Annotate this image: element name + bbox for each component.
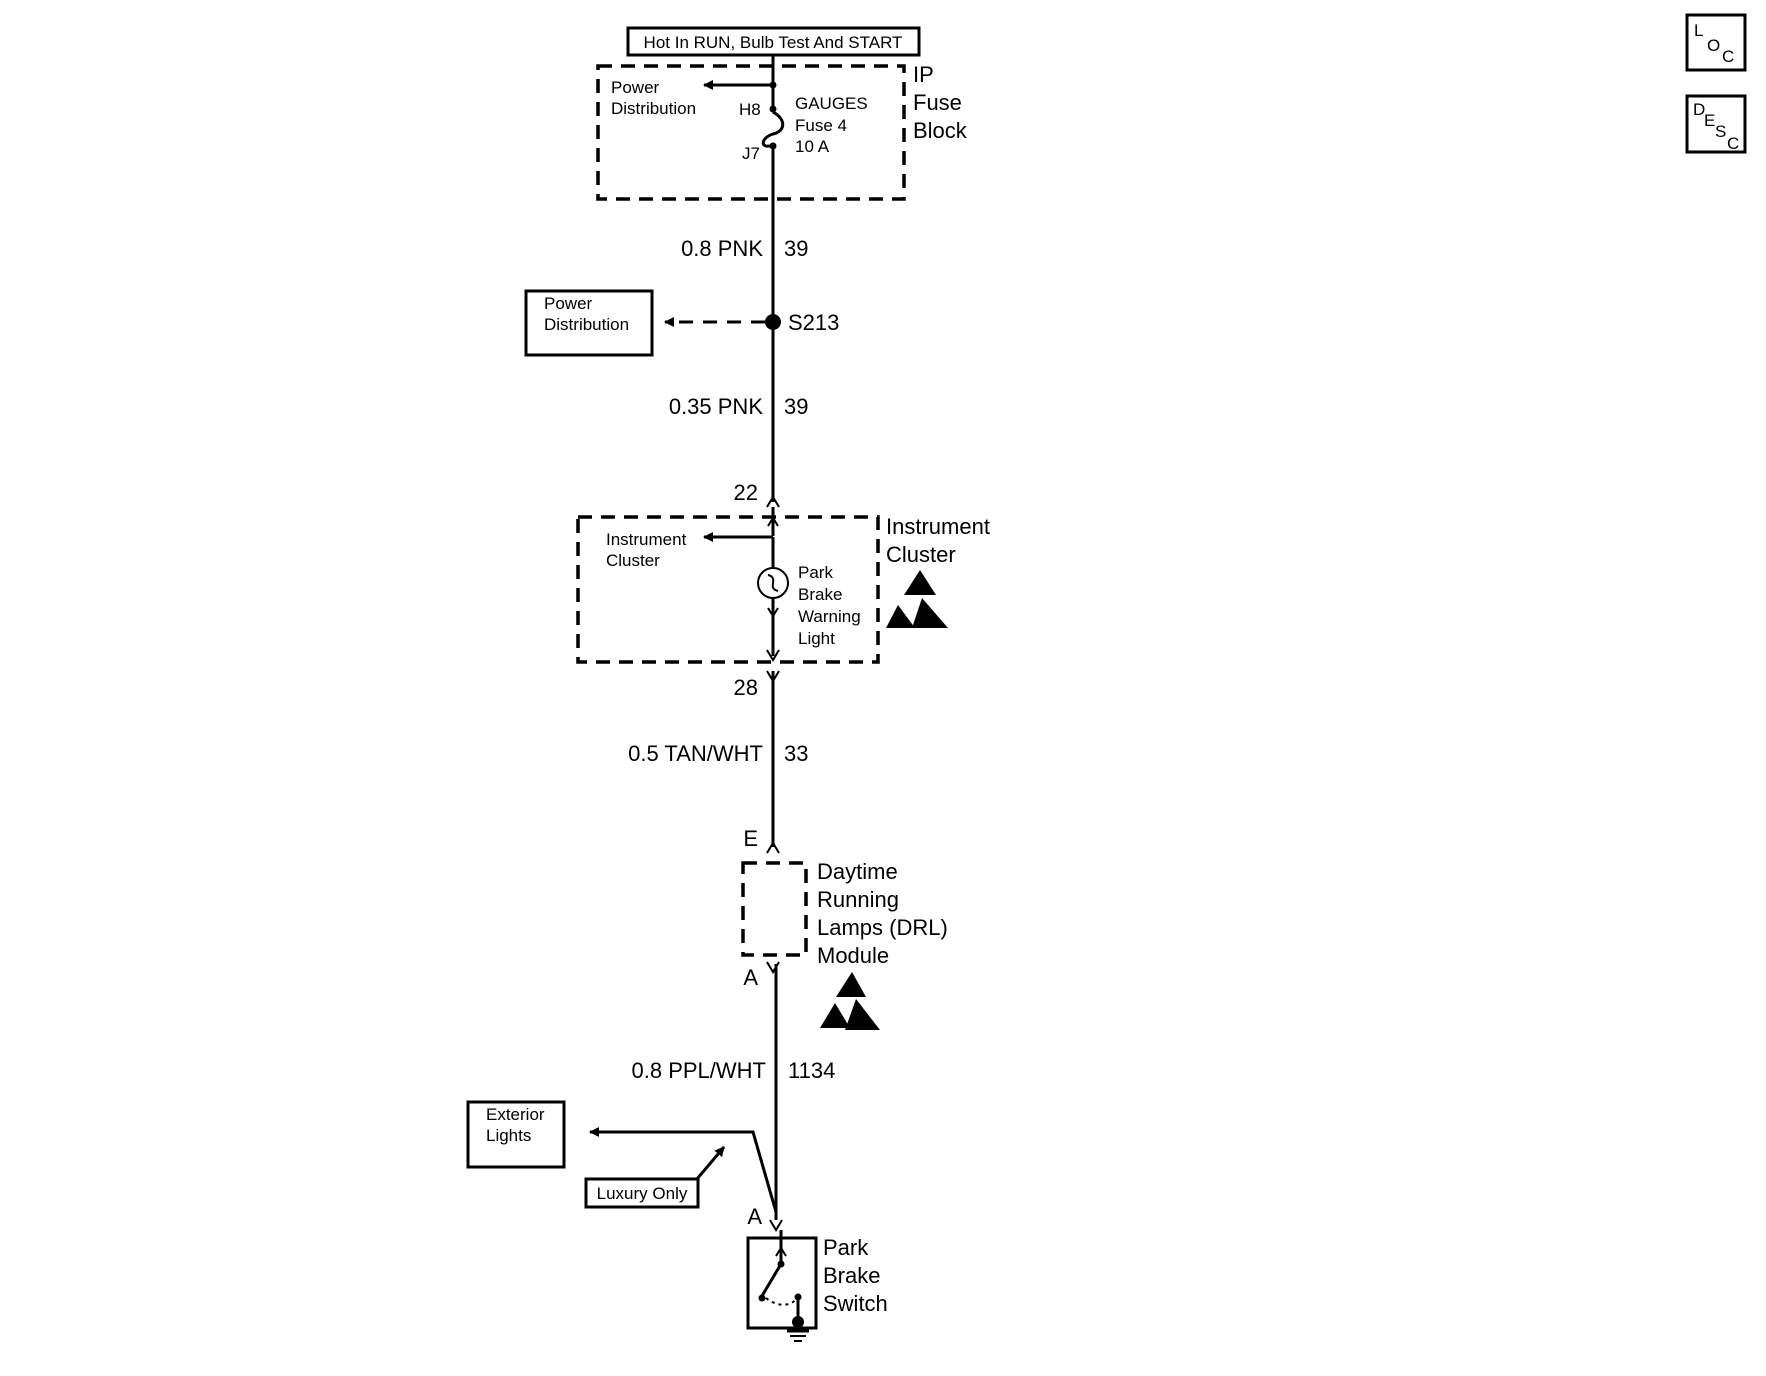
luxury-only-label: Luxury Only [597, 1184, 688, 1203]
loc-button-frame [1685, 13, 1747, 72]
switch-pin-a-connector [769, 1219, 783, 1232]
drl-pin-e: E [743, 826, 758, 851]
lamp-label-2: Brake [798, 585, 842, 604]
drl-pin-e-connector [766, 841, 780, 854]
wire-tan-wht-circuit: 33 [784, 741, 808, 766]
wire-tan-wht-gauge: 0.5 TAN/WHT [628, 741, 763, 766]
splice-power-dist-label-2: Distribution [544, 315, 629, 334]
wire-pnk-035-gauge: 0.35 PNK [669, 394, 763, 419]
wire-pnk-08-gauge: 0.8 PNK [681, 236, 763, 261]
ip-fuse-block: IP Fuse Block Power Distribution H8 J7 G… [596, 62, 968, 201]
esd-warning-icon-drl [820, 972, 880, 1030]
cluster-title-1: Instrument [886, 514, 990, 539]
drl-title-4: Module [817, 943, 889, 968]
splice-power-dist-label-1: Power [544, 294, 593, 313]
ip-fuse-block-border [596, 64, 906, 201]
loc-letter-o: O [1707, 36, 1720, 55]
exterior-lights-box [466, 1100, 566, 1169]
drl-title-3: Lamps (DRL) [817, 915, 948, 940]
cluster-out-arrow [766, 649, 780, 662]
desc-button-frame [1685, 94, 1747, 154]
switch-pin-a: A [747, 1204, 762, 1229]
switch-title-1: Park [823, 1235, 869, 1260]
luxury-only-box [584, 1177, 700, 1209]
cluster-pin-22-connector [766, 495, 780, 508]
cluster-border [576, 515, 880, 664]
loc-letter-l: L [1694, 21, 1703, 40]
switch-title-2: Brake [823, 1263, 880, 1288]
desc-letter-s: S [1715, 122, 1726, 141]
drl-title-2: Running [817, 887, 899, 912]
wire-pnk-035-circuit: 39 [784, 394, 808, 419]
drl-pin-a: A [743, 965, 758, 990]
switch-blade [760, 1263, 783, 1297]
wire-pnk-08-circuit: 39 [784, 236, 808, 261]
esd-drl-triangle-right [845, 999, 880, 1030]
switch-inner-connector [775, 1246, 787, 1257]
esd-drl-triangle-top [836, 972, 866, 997]
fuse-name: GAUGES [795, 94, 868, 113]
cluster-inner-label-2: Cluster [606, 551, 660, 570]
desc-letter-e: E [1704, 111, 1715, 130]
fuse-number: Fuse 4 [795, 116, 847, 135]
cluster-inner-connector-lower [767, 607, 779, 618]
drl-module: E Daytime Running Lamps (DRL) Module A [741, 826, 948, 1030]
wire-ppl-wht-gauge: 0.8 PPL/WHT [632, 1058, 766, 1083]
warning-lamp-icon [757, 567, 789, 599]
fuse-element [761, 110, 785, 148]
hot-in-label: Hot In RUN, Bulb Test And START [626, 26, 921, 57]
fuse-pin-h8-node [769, 105, 777, 113]
switch-contact-pivot [758, 1294, 766, 1302]
cluster-inner-connector [767, 516, 779, 527]
drl-border [741, 861, 808, 957]
desc-letter-c: C [1727, 134, 1739, 153]
ip-fuse-block-title-2: Fuse [913, 90, 962, 115]
desc-letter-d: D [1693, 100, 1705, 119]
splice-id: S213 [788, 310, 839, 335]
fuse-pin-h8: H8 [739, 100, 761, 119]
esd-drl-triangle-left [820, 1003, 850, 1028]
lamp-label-4: Light [798, 629, 835, 648]
esd-triangle-left [886, 605, 915, 628]
desc-button[interactable]: D E S C [1685, 94, 1747, 154]
fuse-pin-j7: J7 [742, 144, 760, 163]
hot-in-text: Hot In RUN, Bulb Test And START [644, 33, 903, 52]
switch-throw-path [765, 1297, 798, 1306]
loc-letter-c: C [1722, 47, 1734, 66]
luxury-only-pointer [695, 1146, 726, 1180]
lamp-label-1: Park [798, 563, 833, 582]
splice-s213: S213 Power Distribution [524, 289, 839, 357]
cluster-title-2: Cluster [886, 542, 956, 567]
cluster-pin-28: 28 [734, 675, 758, 700]
cluster-pin-22: 22 [734, 480, 758, 505]
ip-fuse-block-title-1: IP [913, 62, 934, 87]
ip-fuse-block-title-3: Block [913, 118, 968, 143]
drl-title-1: Daytime [817, 859, 898, 884]
fuse-power-dist-label-2: Distribution [611, 99, 696, 118]
esd-warning-icon [886, 570, 948, 628]
esd-triangle-right [912, 598, 948, 628]
loc-button[interactable]: L O C [1685, 13, 1747, 72]
exterior-lights-label-1: Exterior [486, 1105, 545, 1124]
lamp-label-3: Warning [798, 607, 861, 626]
wire-ppl-wht-circuit: 1134 [788, 1058, 835, 1083]
cluster-inner-label-1: Instrument [606, 530, 687, 549]
ground-node [792, 1316, 804, 1328]
switch-title-3: Switch [823, 1291, 888, 1316]
instrument-cluster: 22 Instrument Cluster Instrument Cluster… [576, 480, 990, 700]
fuse-power-dist-label-1: Power [611, 78, 660, 97]
park-brake-switch: A Park Brake Switch [746, 1204, 888, 1342]
exterior-lights-branch: Exterior Lights Luxury Only [466, 1100, 778, 1213]
esd-triangle-top [904, 570, 936, 595]
splice-power-dist-box [524, 289, 654, 357]
warning-lamp-filament [767, 574, 779, 592]
exterior-lights-label-2: Lights [486, 1126, 531, 1145]
exterior-lights-arrow [589, 1127, 778, 1213]
fuse-rating: 10 A [795, 137, 830, 156]
